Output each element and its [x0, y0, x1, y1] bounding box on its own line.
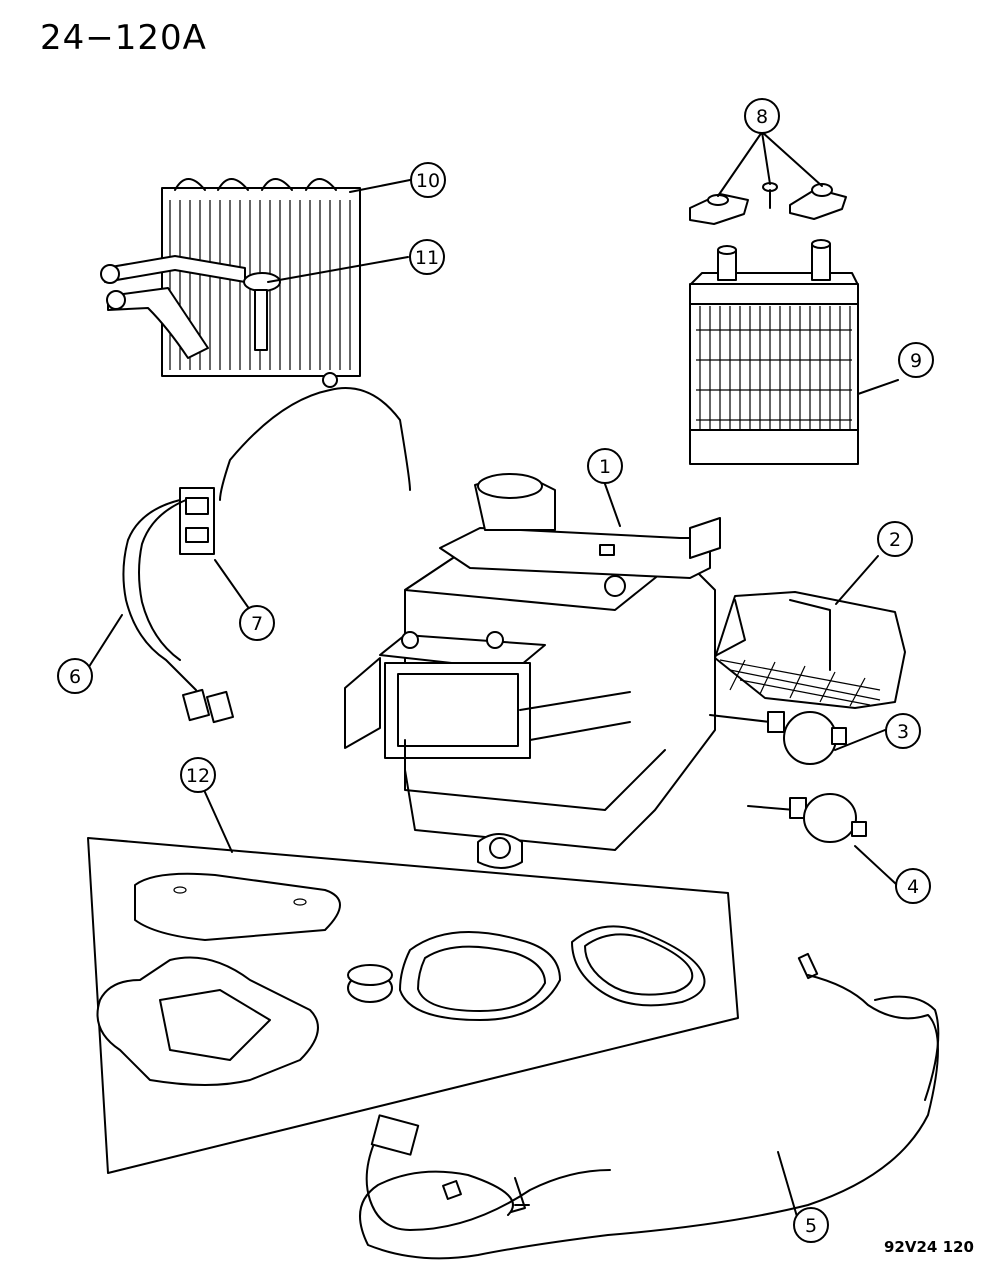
svg-text:6: 6 [69, 666, 81, 688]
callout-12: 12 [180, 757, 216, 793]
callout-3: 3 [885, 713, 921, 749]
callout-10: 10 [410, 162, 446, 198]
wiring-harness-illustration [359, 952, 940, 1260]
callout-4: 4 [895, 868, 931, 904]
callout-6: 6 [57, 658, 93, 694]
seal-kit-illustration [87, 837, 739, 1174]
svg-text:12: 12 [186, 765, 210, 787]
svg-text:4: 4 [907, 876, 919, 898]
svg-text:1: 1 [599, 456, 611, 478]
callout-7: 7 [239, 605, 275, 641]
diagram-title: 24−120A [40, 18, 207, 58]
reference-code: 92V24 120 [884, 1238, 974, 1256]
harness-and-switch-illustration [122, 387, 411, 724]
svg-text:2: 2 [889, 529, 901, 551]
leader-lines [84, 131, 899, 1221]
callout-1: 1 [587, 448, 623, 484]
svg-text:7: 7 [251, 613, 263, 635]
svg-text:5: 5 [805, 1215, 817, 1237]
svg-text:9: 9 [910, 350, 922, 372]
callout-11: 11 [409, 239, 445, 275]
evaporator-core-illustration [100, 178, 361, 388]
svg-text:10: 10 [416, 170, 440, 192]
callout-9: 9 [898, 342, 934, 378]
svg-text:3: 3 [897, 721, 909, 743]
callout-5: 5 [793, 1207, 829, 1243]
heater-core-retainers-illustration [689, 182, 847, 225]
svg-text:11: 11 [415, 247, 439, 269]
callouts: 1 2 3 4 5 6 7 8 [57, 98, 934, 1243]
hvac-housing-illustration [344, 473, 721, 869]
svg-text:8: 8 [756, 106, 768, 128]
vacuum-actuators-illustration [709, 711, 867, 843]
heater-core-illustration [689, 239, 859, 465]
callout-2: 2 [877, 521, 913, 557]
floor-duct-illustration [714, 591, 906, 709]
callout-8: 8 [744, 98, 780, 134]
